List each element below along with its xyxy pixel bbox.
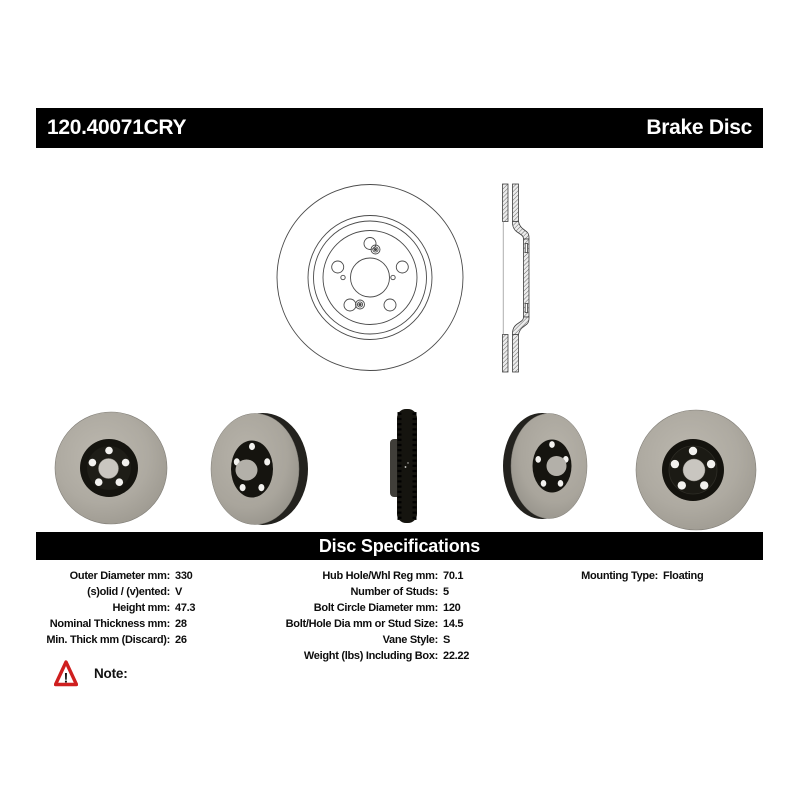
- spec-label: Weight (lbs) Including Box:: [303, 650, 438, 662]
- product-type: Brake Disc: [646, 116, 752, 139]
- brake-disc-photo-edge: [390, 409, 417, 523]
- spec-section-title: Disc Specifications: [318, 535, 481, 556]
- warning-exclamation-glyph: !: [64, 670, 69, 686]
- spec-row: Weight (lbs) Including Box: 22.22: [258, 648, 469, 664]
- note-section: ! Note:: [54, 660, 128, 687]
- spec-row: Number of Studs: 5: [258, 584, 469, 600]
- brake-disc-photo-front: [54, 411, 168, 525]
- part-header-bar: 120.40071CRY Brake Disc: [36, 108, 763, 148]
- spec-value: 26: [175, 634, 187, 646]
- spec-row: Nominal Thickness mm: 28: [20, 616, 195, 632]
- note-label: Note:: [94, 666, 128, 681]
- spec-label: Mounting Type:: [581, 570, 658, 582]
- brake-disc-front-line-drawing: [276, 184, 464, 371]
- spec-label: Hub Hole/Whl Reg mm:: [322, 570, 438, 582]
- spec-value: Floating: [663, 570, 704, 582]
- spec-label: Nominal Thickness mm:: [49, 618, 171, 630]
- spec-label: Min. Thick mm (Discard):: [46, 634, 170, 646]
- spec-row: (s)olid / (v)ented: V: [20, 584, 195, 600]
- spec-value: 120: [443, 602, 461, 614]
- spec-value: S: [443, 634, 451, 646]
- brake-disc-cross-section-drawing: [502, 183, 530, 373]
- brake-disc-photo-angled-right: [503, 413, 588, 519]
- spec-row: Mounting Type: Floating: [540, 568, 704, 584]
- spec-row: Hub Hole/Whl Reg mm: 70.1: [258, 568, 469, 584]
- spec-section-header-bar: Disc Specifications: [36, 532, 763, 560]
- spec-row: Height mm: 47.3: [20, 600, 195, 616]
- spec-label: Bolt/Hole Dia mm or Stud Size:: [285, 618, 439, 630]
- spec-row: Vane Style: S: [258, 632, 469, 648]
- spec-label: Bolt Circle Diameter mm:: [313, 602, 439, 614]
- spec-row: Outer Diameter mm: 330: [20, 568, 195, 584]
- spec-column-left: Outer Diameter mm: 330 (s)olid / (v)ente…: [20, 568, 195, 648]
- brake-disc-photo-angled-left: [210, 413, 308, 525]
- spec-value: 14.5: [443, 618, 464, 630]
- spec-label: Vane Style:: [382, 634, 439, 646]
- warning-triangle-icon: !: [54, 660, 78, 687]
- spec-column-middle: Hub Hole/Whl Reg mm: 70.1 Number of Stud…: [258, 568, 470, 664]
- spec-value: 70.1: [443, 570, 464, 582]
- part-number: 120.40071CRY: [47, 116, 187, 139]
- spec-value: 22.22: [443, 650, 470, 662]
- spec-column-right: Mounting Type: Floating: [540, 568, 704, 584]
- spec-value: 47.3: [175, 602, 196, 614]
- spec-value: 5: [443, 586, 449, 598]
- spec-value: 28: [175, 618, 187, 630]
- spec-label: (s)olid / (v)ented:: [87, 586, 170, 598]
- spec-value: 330: [175, 570, 193, 582]
- spec-label: Number of Studs:: [350, 586, 439, 598]
- spec-value: V: [175, 586, 183, 598]
- spec-row: Bolt Circle Diameter mm: 120: [258, 600, 469, 616]
- spec-row: Min. Thick mm (Discard): 26: [20, 632, 195, 648]
- spec-label: Outer Diameter mm:: [69, 570, 171, 582]
- brake-disc-photo-front-2: [635, 409, 757, 531]
- spec-row: Bolt/Hole Dia mm or Stud Size: 14.5: [258, 616, 469, 632]
- spec-label: Height mm:: [112, 602, 170, 614]
